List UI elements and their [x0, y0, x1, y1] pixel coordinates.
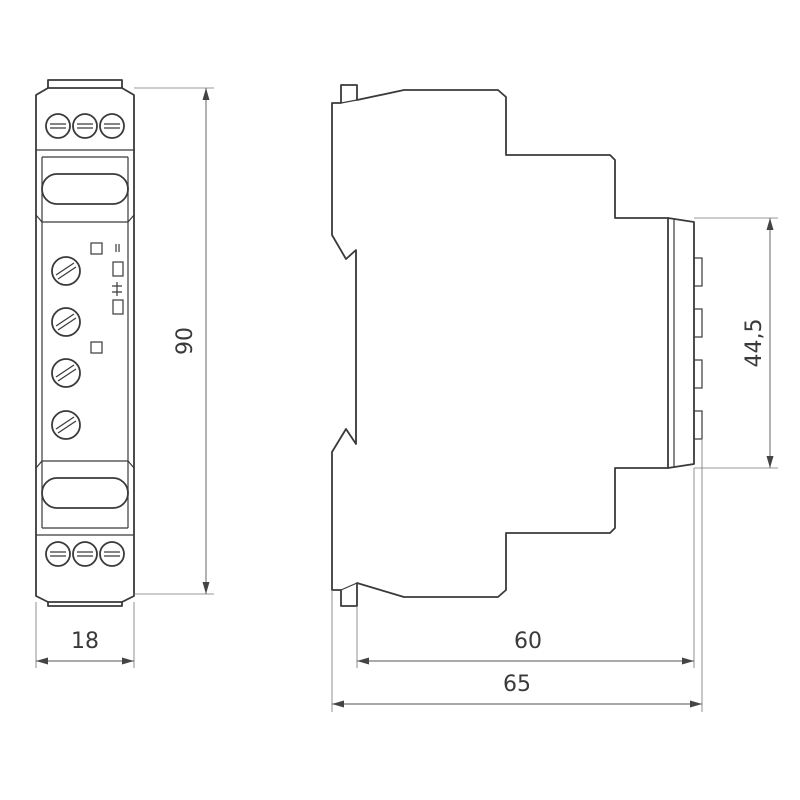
terminal-screw: [72, 113, 98, 139]
adjustment-knobs: [51, 256, 81, 440]
side-depth-total-dimension: 65: [331, 440, 703, 712]
side-knob: [693, 308, 703, 338]
terminal-screw: [45, 113, 71, 139]
adjustment-knob: [51, 358, 81, 388]
side-knob: [693, 359, 703, 389]
front-panel-top-edge: [35, 214, 135, 223]
side-face-height-label: 44,5: [742, 319, 767, 368]
front-width-label: 18: [71, 629, 99, 654]
bottom-terminals: [45, 541, 125, 567]
led-indicator: [112, 261, 124, 277]
top-clip-detail: [340, 99, 358, 104]
terminal-screw: [45, 541, 71, 567]
top-label-window: [41, 173, 129, 205]
side-depth-inner-label: 60: [514, 629, 542, 654]
side-knob: [693, 257, 703, 287]
side-knobs: [693, 257, 703, 440]
adjustment-knob: [51, 256, 81, 286]
front-body-outline: [35, 87, 135, 603]
side-face-height-dimension: 44,5: [694, 217, 778, 469]
front-width-dimension: 18: [35, 602, 135, 668]
front-top-clip: [47, 79, 123, 89]
indicator-leds: [90, 242, 124, 354]
front-view: [35, 79, 135, 607]
bottom-label-window: [41, 477, 129, 509]
terminal-screw: [72, 541, 98, 567]
front-bottom-clip: [47, 601, 123, 607]
relay-symbol-icon: [112, 244, 122, 296]
led-indicator: [112, 299, 124, 315]
side-front-face: [667, 217, 695, 469]
front-panel-bottom-edge: [35, 460, 135, 469]
side-body-outline: [331, 84, 669, 607]
led-indicator: [90, 341, 103, 354]
terminal-screw: [99, 113, 125, 139]
side-depth-total-label: 65: [503, 672, 531, 697]
led-indicator: [90, 242, 103, 255]
terminal-screw: [99, 541, 125, 567]
adjustment-knob: [51, 410, 81, 440]
front-height-dimension: 90: [134, 87, 214, 595]
side-depth-inner-dimension: 60: [356, 468, 695, 668]
front-height-label: 90: [173, 327, 198, 355]
bottom-clip-detail: [340, 582, 358, 591]
side-view: [331, 84, 703, 607]
side-knob: [693, 410, 703, 440]
top-terminals: [45, 113, 125, 139]
adjustment-knob: [51, 307, 81, 337]
